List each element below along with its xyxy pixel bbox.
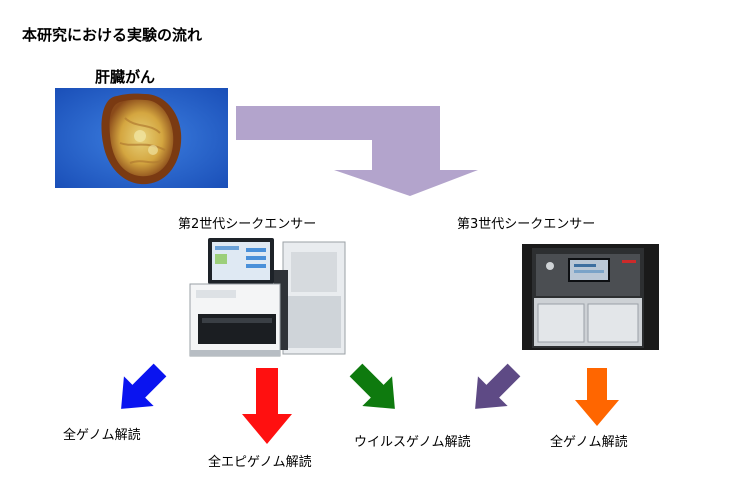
flow-arrow — [236, 106, 478, 196]
sequencer-2nd-gen-label: 第2世代シークエンサー — [178, 217, 317, 232]
sequencer-3rd-gen-image — [522, 244, 659, 350]
sample-label: 肝臓がん — [95, 68, 156, 86]
liver-tumor-photo — [55, 88, 228, 188]
arrow-green-down-right — [349, 363, 395, 409]
output-arrows — [121, 363, 619, 444]
page-title: 本研究における実験の流れ — [22, 26, 203, 44]
flow-arrow-shape — [236, 106, 478, 196]
sequencer-2nd-gen-image — [189, 238, 346, 357]
output-label-whole-epigenome: 全エピゲノム解読 — [208, 455, 312, 470]
output-label-virus-genome: ウイルスゲノム解読 — [354, 435, 471, 450]
arrow-orange-down — [575, 368, 619, 426]
sequencer-3rd-gen-label: 第3世代シークエンサー — [457, 217, 596, 232]
output-label-whole-genome-3rd: 全ゲノム解読 — [550, 435, 628, 450]
arrow-red-down — [242, 368, 292, 444]
arrow-purple-down-left — [475, 363, 521, 409]
output-label-whole-genome-2nd: 全ゲノム解読 — [63, 428, 141, 443]
arrow-blue-down-left — [121, 363, 167, 409]
